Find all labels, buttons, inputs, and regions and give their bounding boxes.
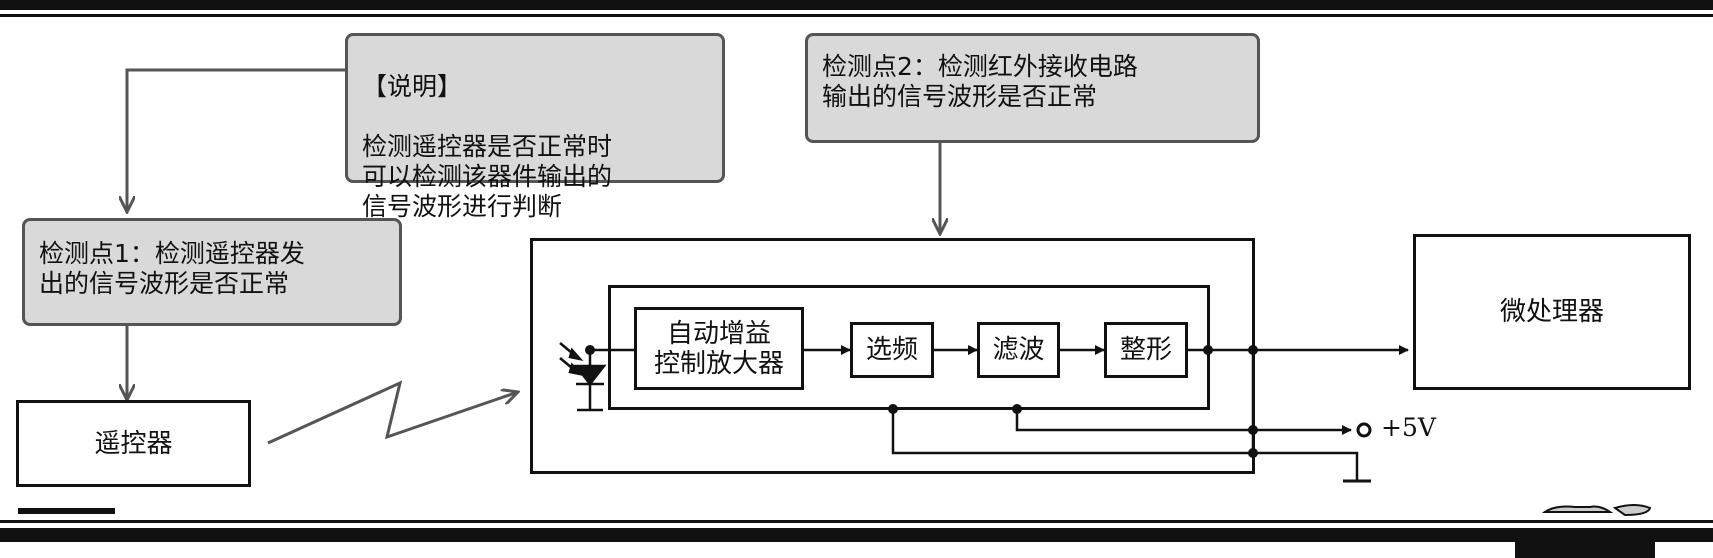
detection-point-2: 检测点2：检测红外接收电路 输出的信号波形是否正常 bbox=[805, 33, 1260, 143]
agc-amplifier-block: 自动增益 控制放大器 bbox=[634, 307, 804, 390]
photodiode-icon bbox=[559, 342, 607, 412]
ir-receiver-inner bbox=[608, 285, 1210, 410]
filter-block: 滤波 bbox=[977, 322, 1060, 378]
explain-title: 【说明】 bbox=[362, 72, 463, 101]
bottom-border bbox=[0, 528, 1713, 542]
shaping-block: 整形 bbox=[1104, 322, 1188, 378]
supply-label: +5V bbox=[1381, 413, 1436, 442]
top-border-thin bbox=[0, 14, 1713, 17]
microprocessor-block: 微处理器 bbox=[1413, 234, 1691, 390]
top-border bbox=[0, 0, 1713, 10]
ir-signal-zigzag bbox=[267, 380, 518, 445]
detection-point-1: 检测点1：检测遥控器发 出的信号波形是否正常 bbox=[22, 218, 402, 326]
ir-receiver-outer bbox=[530, 238, 1255, 474]
bottom-border-thin bbox=[0, 520, 1713, 523]
remote-block: 遥控器 bbox=[16, 400, 251, 487]
bottom-left-mark bbox=[18, 508, 115, 514]
frequency-select-block: 选频 bbox=[850, 322, 934, 378]
decoration-shape bbox=[1541, 505, 1614, 513]
supply-terminal bbox=[1356, 422, 1372, 438]
explain-arrow bbox=[127, 68, 348, 212]
explain-body: 检测遥控器是否正常时 可以检测该器件输出的 信号波形进行判断 bbox=[362, 132, 613, 221]
explain-note: 【说明】 检测遥控器是否正常时 可以检测该器件输出的 信号波形进行判断 bbox=[345, 33, 725, 221]
bottom-tab bbox=[1515, 540, 1655, 558]
